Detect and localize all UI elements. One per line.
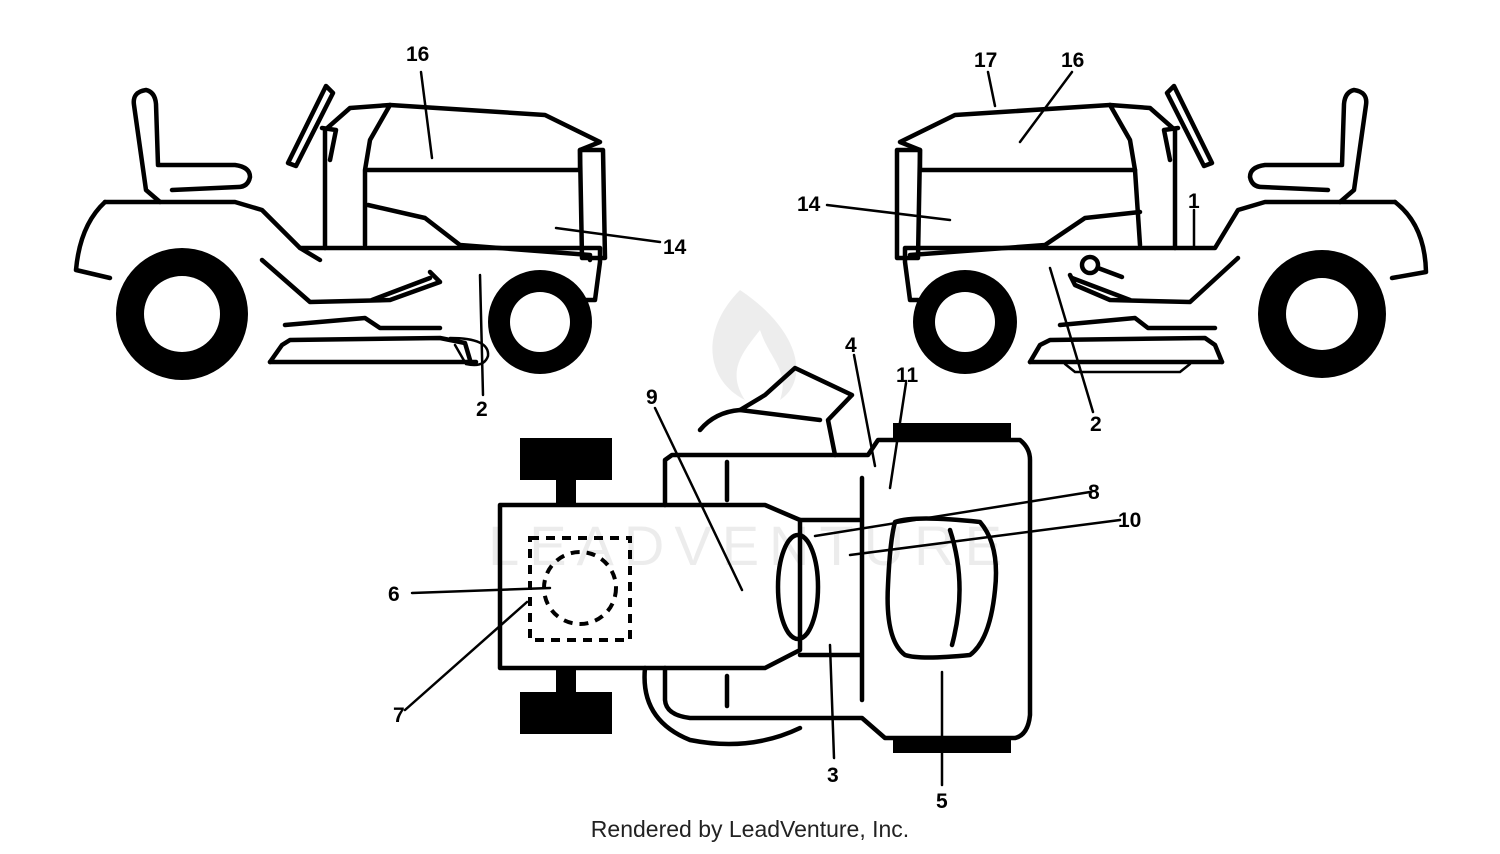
callout-8: 8 — [1088, 481, 1100, 504]
callout-2-left: 2 — [476, 398, 488, 421]
callout-7: 7 — [393, 704, 405, 727]
top-view-tractor — [403, 353, 1122, 787]
callout-5: 5 — [936, 790, 948, 813]
callout-9: 9 — [646, 386, 658, 409]
callout-11: 11 — [896, 364, 919, 387]
callout-16-left: 16 — [406, 43, 429, 66]
callout-1-right: 1 — [1188, 190, 1200, 213]
callout-4: 4 — [845, 334, 857, 357]
callout-2-right: 2 — [1090, 413, 1102, 436]
credit-text: Rendered by LeadVenture, Inc. — [590, 816, 910, 842]
callout-10: 10 — [1118, 509, 1141, 532]
callout-6: 6 — [388, 583, 400, 606]
callout-17-right: 17 — [974, 49, 997, 72]
callout-14-right: 14 — [797, 193, 821, 216]
left-tractor — [73, 70, 662, 397]
watermark-text: LEADVENTURE — [488, 514, 1012, 577]
callout-3: 3 — [827, 764, 839, 787]
callout-14-left: 14 — [663, 236, 687, 259]
callout-16-right: 16 — [1061, 49, 1084, 72]
right-tractor — [825, 70, 1429, 414]
